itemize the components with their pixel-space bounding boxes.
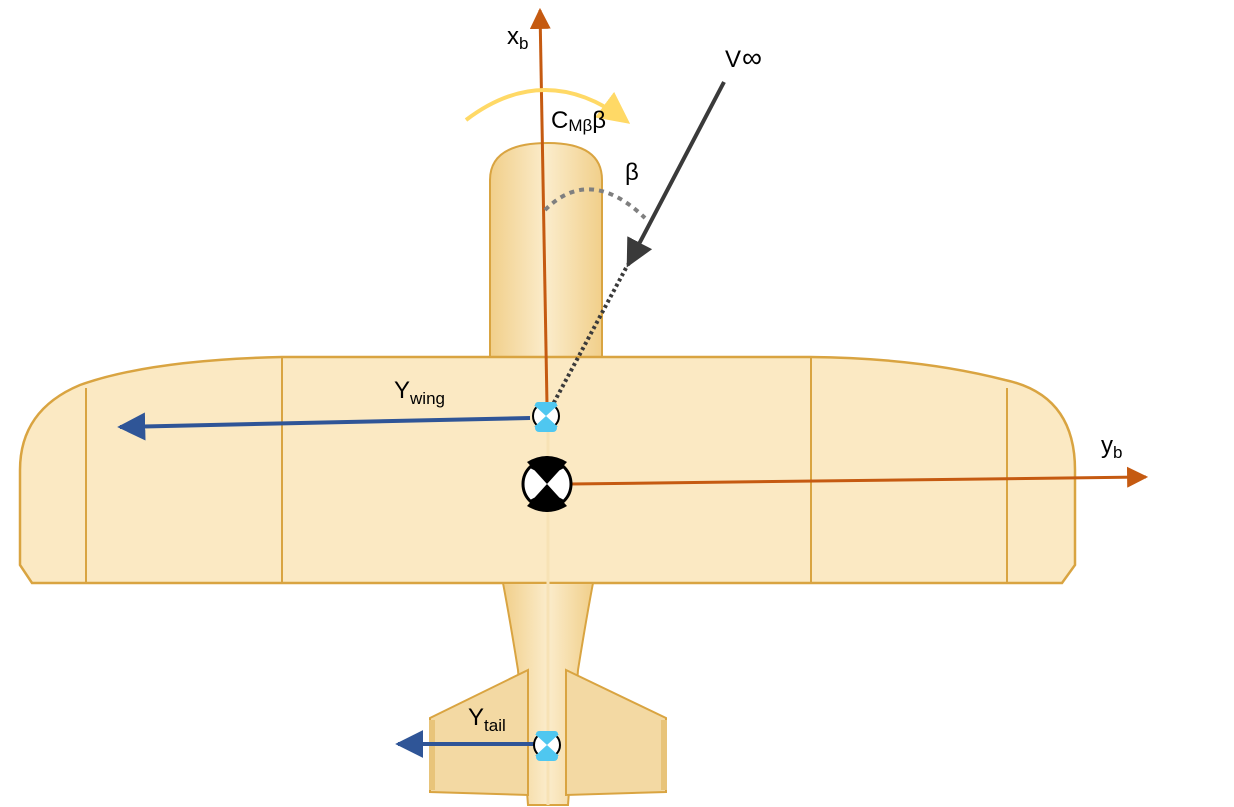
freestream-extension bbox=[549, 267, 628, 409]
horizontal-stabilizer-right bbox=[565, 668, 667, 797]
tail-force-label: Ytail bbox=[468, 704, 506, 735]
wing-force-label: Ywing bbox=[394, 377, 445, 408]
tail-force-marker bbox=[533, 731, 561, 761]
y-body-axis bbox=[569, 466, 1149, 488]
x-axis-label: xb bbox=[507, 23, 528, 53]
sideslip-angle-arc bbox=[543, 187, 647, 220]
wing-force-marker bbox=[532, 402, 560, 432]
horizontal-stabilizer bbox=[429, 668, 529, 797]
yaw-moment-arrow bbox=[464, 88, 631, 124]
yaw-moment-label: CMββ bbox=[551, 107, 606, 135]
freestream-label: V∞ bbox=[725, 42, 762, 73]
aircraft-outline bbox=[18, 141, 1077, 806]
y-axis-label: yb bbox=[1101, 432, 1122, 462]
wing-side-force-arrow bbox=[117, 412, 531, 441]
center-of-gravity-icon bbox=[521, 456, 573, 512]
fuselage-nose bbox=[489, 141, 603, 359]
sideslip-angle-label: β bbox=[625, 159, 639, 186]
x-body-axis bbox=[529, 7, 551, 406]
wing-panel-lines bbox=[85, 357, 1008, 583]
freestream-arrow bbox=[626, 81, 726, 268]
